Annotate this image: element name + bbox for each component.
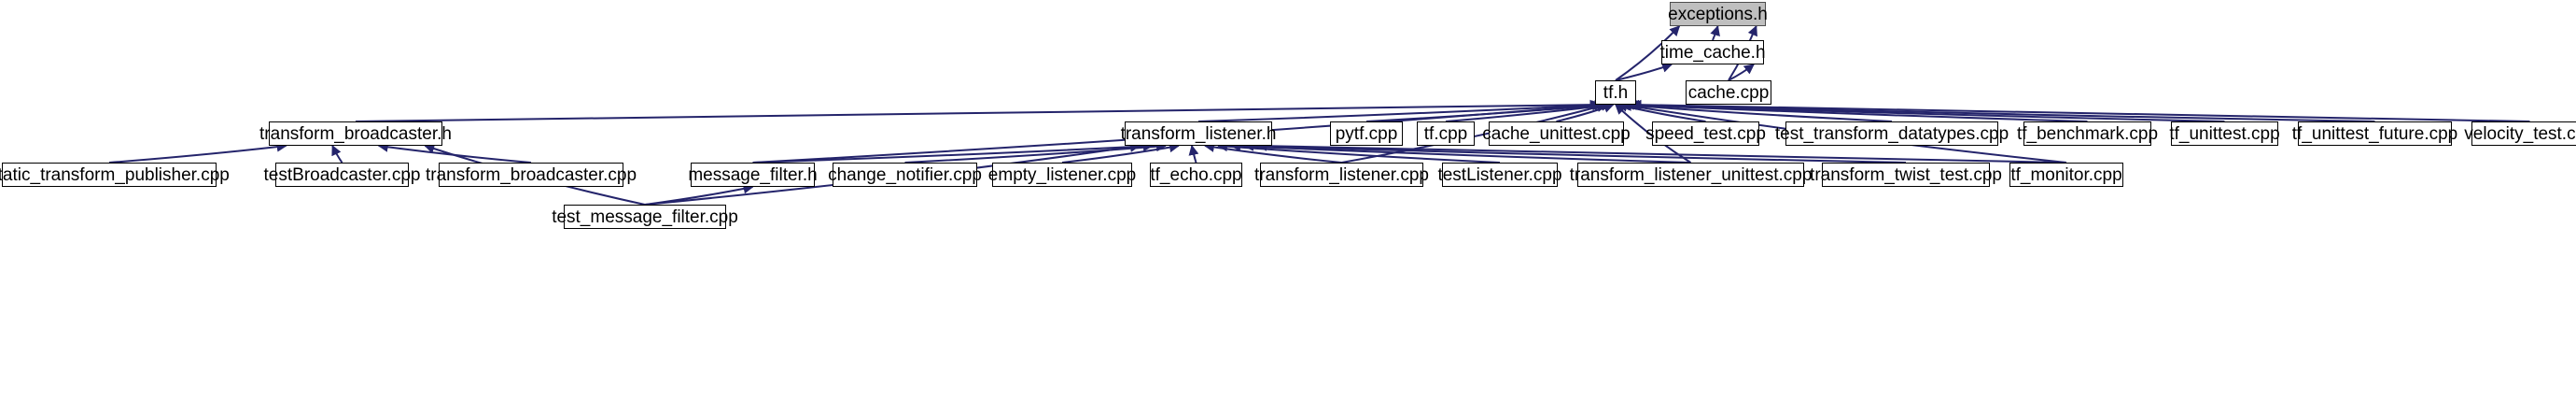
graph-node-static_transform_publisher_cpp[interactable]: static_transform_publisher.cpp [0, 163, 230, 187]
graph-edge-tf_echo_cpp-to-transform_listener_h [1188, 144, 1199, 164]
graph-node-tf_echo_cpp[interactable]: tf_echo.cpp [1150, 163, 1242, 187]
graph-node-label: tf_monitor.cpp [2010, 164, 2122, 185]
graph-node-label: testBroadcaster.cpp [263, 164, 421, 185]
graph-node-label: cache.cpp [1687, 82, 1770, 103]
graph-node-label: transform_broadcaster.cpp [426, 164, 637, 185]
graph-node-transform_broadcaster_h[interactable]: transform_broadcaster.h [259, 121, 452, 146]
graph-node-label: transform_listener.h [1120, 123, 1277, 144]
graph-node-exceptions_h[interactable]: exceptions.h [1668, 2, 1768, 26]
graph-node-transform_listener_h[interactable]: transform_listener.h [1121, 121, 1276, 146]
graph-node-cache_cpp[interactable]: cache.cpp [1686, 80, 1771, 105]
graph-node-label: velocity_test.cpp [2464, 123, 2576, 144]
graph-edge-transform_twist_test_cpp-to-transform_listener_h [1243, 140, 1907, 164]
graph-edge-tf_unittest_future_cpp-to-tf_h [1628, 99, 2375, 122]
graph-node-testBroadcaster_cpp[interactable]: testBroadcaster.cpp [264, 163, 420, 187]
graph-node-tf_benchmark_cpp[interactable]: tf_benchmark.cpp [2017, 121, 2158, 146]
graph-node-transform_twist_test_cpp[interactable]: transform_twist_test.cpp [1810, 163, 2002, 187]
graph-node-time_cache_h[interactable]: time_cache.h [1660, 40, 1766, 64]
graph-edge-speed_test_cpp-to-tf_h [1617, 101, 1706, 122]
graph-edge-tf_monitor_cpp-to-transform_listener_h [1256, 140, 2067, 164]
graph-node-label: tf_echo.cpp [1150, 164, 1242, 185]
graph-edge-tf_h-to-time_cache_h [1615, 63, 1673, 81]
graph-node-speed_test_cpp[interactable]: speed_test.cpp [1645, 121, 1766, 146]
graph-node-tf_cpp[interactable]: tf.cpp [1417, 121, 1475, 146]
graph-edge-velocity_test_cpp-to-tf_h [1631, 99, 2530, 122]
graph-node-label: time_cache.h [1659, 42, 1766, 63]
graph-edge-test_transform_datatypes_cpp-to-tf_h [1618, 100, 1893, 122]
graph-node-tf_unittest_future_cpp[interactable]: tf_unittest_future.cpp [2292, 121, 2457, 146]
graph-edge-testListener_cpp-to-transform_listener_h [1216, 141, 1501, 164]
graph-node-label: message_filter.h [688, 164, 818, 185]
graph-node-transform_listener_cpp[interactable]: transform_listener.cpp [1254, 163, 1429, 187]
graph-edge-tf_unittest_cpp-to-tf_h [1626, 99, 2225, 122]
graph-node-label: transform_twist_test.cpp [1810, 164, 2002, 185]
graph-node-label: transform_listener_unittest.cpp [1569, 164, 1813, 185]
graph-node-label: empty_listener.cpp [987, 164, 1137, 185]
graph-node-label: test_message_filter.cpp [552, 207, 738, 227]
graph-edge-testBroadcaster_cpp-to-transform_broadcaster_h [331, 145, 343, 164]
graph-edge-pytf_cpp-to-tf_h [1365, 100, 1610, 122]
graph-edge-transform_broadcaster_cpp-to-transform_broadcaster_h [377, 141, 532, 164]
graph-edge-cache_unittest_cpp-to-tf_h [1556, 103, 1615, 122]
graph-edge-test_message_filter_cpp-to-message_filter_h [644, 183, 754, 206]
graph-node-label: transform_broadcaster.h [259, 123, 452, 144]
graph-edge-transform_listener_cpp-to-transform_listener_h [1203, 142, 1342, 164]
graph-node-message_filter_h[interactable]: message_filter.h [688, 163, 818, 187]
graph-edge-transform_listener_h-to-tf_h [1197, 100, 1605, 122]
graph-node-tf_h[interactable]: tf.h [1595, 80, 1636, 105]
graph-node-label: speed_test.cpp [1645, 123, 1766, 144]
graph-node-label: cache_unittest.cpp [1482, 123, 1631, 144]
graph-node-empty_listener_cpp[interactable]: empty_listener.cpp [988, 163, 1136, 187]
graph-node-label: tf_benchmark.cpp [2016, 123, 2159, 144]
graph-node-label: tf_unittest_future.cpp [2291, 123, 2458, 144]
graph-node-label: pytf.cpp [1335, 123, 1398, 144]
graph-edge-empty_listener_cpp-to-transform_listener_h [1061, 142, 1181, 164]
graph-node-test_message_filter_cpp[interactable]: test_message_filter.cpp [552, 205, 738, 229]
graph-node-change_notifier_cpp[interactable]: change_notifier.cpp [828, 163, 982, 187]
graph-edge-tf_cpp-to-tf_h [1445, 100, 1613, 122]
graph-edge-static_transform_publisher_cpp-to-transform_broadcaster_h [108, 141, 287, 164]
graph-node-label: tf.h [1603, 82, 1629, 103]
graph-edge-tf_benchmark_cpp-to-tf_h [1623, 99, 2088, 122]
graph-node-label: test_transform_datatypes.cpp [1774, 123, 2009, 144]
graph-node-label: static_transform_publisher.cpp [0, 164, 230, 185]
graph-node-tf_monitor_cpp[interactable]: tf_monitor.cpp [2009, 163, 2123, 187]
graph-node-label: tf.cpp [1423, 123, 1468, 144]
graph-edge-message_filter_h-to-transform_listener_h [752, 141, 1154, 164]
graph-node-label: testListener.cpp [1437, 164, 1562, 185]
graph-node-label: transform_listener.cpp [1254, 164, 1429, 185]
graph-node-tf_unittest_cpp[interactable]: tf_unittest.cpp [2169, 121, 2280, 146]
graph-edge-time_cache_h-to-exceptions_h [1710, 24, 1720, 41]
graph-edge-transform_listener_unittest_cpp-to-transform_listener_h [1230, 140, 1691, 164]
graph-node-label: tf_unittest.cpp [2169, 123, 2280, 144]
graph-edge-transform_broadcaster_h-to-tf_h [355, 99, 1601, 122]
graph-edge-change_notifier_cpp-to-transform_listener_h [904, 141, 1167, 164]
graph-node-label: change_notifier.cpp [828, 164, 982, 185]
graph-node-transform_listener_unittest_cpp[interactable]: transform_listener_unittest.cpp [1570, 163, 1812, 187]
graph-node-test_transform_datatypes_cpp[interactable]: test_transform_datatypes.cpp [1775, 121, 2009, 146]
graph-node-velocity_test_cpp[interactable]: velocity_test.cpp [2464, 121, 2576, 146]
graph-node-transform_broadcaster_cpp[interactable]: transform_broadcaster.cpp [426, 163, 637, 187]
graph-node-label: exceptions.h [1668, 4, 1768, 24]
graph-node-testListener_cpp[interactable]: testListener.cpp [1437, 163, 1562, 187]
graph-node-cache_unittest_cpp[interactable]: cache_unittest.cpp [1482, 121, 1631, 146]
graph-node-pytf_cpp[interactable]: pytf.cpp [1330, 121, 1403, 146]
graph-edge-cache_cpp-to-time_cache_h [1728, 64, 1755, 81]
